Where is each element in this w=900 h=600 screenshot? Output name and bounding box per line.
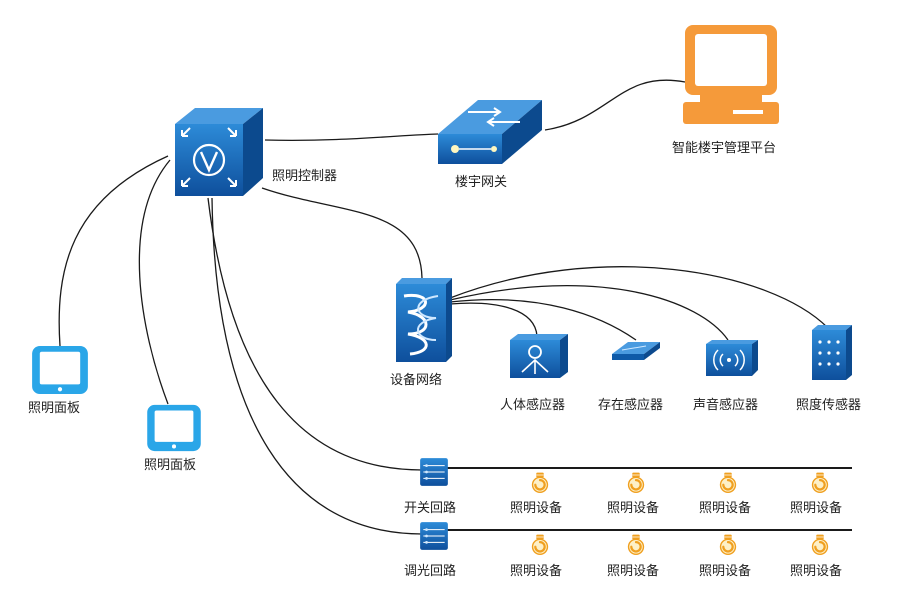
lighting-device[interactable]: 照明设备 xyxy=(510,469,562,516)
device-label: 照明设备 xyxy=(790,500,842,516)
panel-2-label: 照明面板 xyxy=(144,458,196,473)
human-sensor-node[interactable]: 人体感应器 xyxy=(500,334,568,413)
device-label: 照明设备 xyxy=(510,563,562,579)
dimming-circuit-node[interactable]: 调光回路 xyxy=(404,521,456,579)
grid-sensor-icon xyxy=(812,325,852,380)
wireless-signal-icon xyxy=(706,340,758,376)
link-controller-switch-circuit xyxy=(207,197,423,471)
presence-sensor-node[interactable]: 存在感应器 xyxy=(598,342,663,413)
platform-node[interactable]: 智能楼宇管理平台 xyxy=(672,25,779,156)
switch-row-devices: 照明设备 照明设备 照明设备 照明设备 xyxy=(510,469,842,516)
tablet-icon xyxy=(147,404,201,452)
dimming-row-devices: 照明设备 照明设备 照明设备 照明设备 xyxy=(510,531,842,579)
link-controller-panel-2 xyxy=(138,159,171,405)
lighting-device[interactable]: 照明设备 xyxy=(699,531,751,579)
lighting-device[interactable]: 照明设备 xyxy=(790,531,842,579)
light-bulb-icon xyxy=(529,531,551,556)
switch-circuit-node[interactable]: 开关回路 xyxy=(404,457,456,516)
gateway-label: 楼宇网关 xyxy=(455,175,507,190)
link-network-human-sensor xyxy=(449,302,538,337)
network-device-icon xyxy=(396,278,452,362)
gateway-node[interactable]: 楼宇网关 xyxy=(438,100,542,190)
link-network-light-sensor xyxy=(449,266,829,329)
switch-circuit-label: 开关回路 xyxy=(404,500,456,516)
link-controller-panel-1 xyxy=(58,155,169,347)
light-sensor-label: 照度传感器 xyxy=(796,397,861,413)
rack-module-icon xyxy=(419,457,449,487)
human-sensor-label: 人体感应器 xyxy=(500,397,565,413)
device-label: 照明设备 xyxy=(790,563,842,579)
device-label: 照明设备 xyxy=(607,563,659,579)
lighting-device[interactable]: 照明设备 xyxy=(790,469,842,516)
computer-icon xyxy=(683,25,779,124)
connections xyxy=(58,79,829,535)
lighting-device[interactable]: 照明设备 xyxy=(607,469,659,516)
controller-node[interactable]: 照明控制器 xyxy=(175,108,337,196)
light-bulb-icon xyxy=(717,531,739,556)
panel-1-label: 照明面板 xyxy=(28,401,80,416)
device-label: 照明设备 xyxy=(510,500,562,516)
sound-sensor-label: 声音感应器 xyxy=(693,397,758,413)
device-label: 照明设备 xyxy=(699,500,751,516)
lighting-device[interactable]: 照明设备 xyxy=(699,469,751,516)
device-label: 照明设备 xyxy=(607,500,659,516)
device-label: 照明设备 xyxy=(699,563,751,579)
dimming-circuit-label: 调光回路 xyxy=(404,563,456,579)
lighting-device[interactable]: 照明设备 xyxy=(510,531,562,579)
controller-label: 照明控制器 xyxy=(272,169,337,184)
link-controller-dimming-circuit xyxy=(211,197,423,535)
tablet-icon xyxy=(32,345,88,395)
light-sensor-node[interactable]: 照度传感器 xyxy=(796,325,861,413)
network-node[interactable]: 设备网络 xyxy=(390,278,452,388)
panel-2-node[interactable]: 照明面板 xyxy=(144,404,201,473)
rack-module-icon xyxy=(419,521,449,551)
link-controller-gateway xyxy=(264,133,439,141)
link-controller-network xyxy=(261,187,423,279)
network-label: 设备网络 xyxy=(390,372,442,388)
light-bulb-icon xyxy=(809,469,831,494)
light-bulb-icon xyxy=(809,531,831,556)
light-bulb-icon xyxy=(529,469,551,494)
light-bulb-icon xyxy=(717,469,739,494)
switch-icon xyxy=(438,100,542,164)
panel-1-node[interactable]: 照明面板 xyxy=(28,345,88,416)
sound-sensor-node[interactable]: 声音感应器 xyxy=(693,340,758,413)
presence-sensor-label: 存在感应器 xyxy=(598,397,663,413)
lighting-device[interactable]: 照明设备 xyxy=(607,531,659,579)
person-sensor-icon xyxy=(510,334,568,378)
link-network-sound-sensor xyxy=(449,284,729,341)
light-bulb-icon xyxy=(625,531,647,556)
flat-sensor-icon xyxy=(612,342,660,360)
light-bulb-icon xyxy=(625,469,647,494)
router-cube-icon xyxy=(175,108,263,196)
platform-label: 智能楼宇管理平台 xyxy=(672,141,776,156)
link-network-presence-sensor xyxy=(449,299,637,341)
link-gateway-platform xyxy=(544,79,686,131)
